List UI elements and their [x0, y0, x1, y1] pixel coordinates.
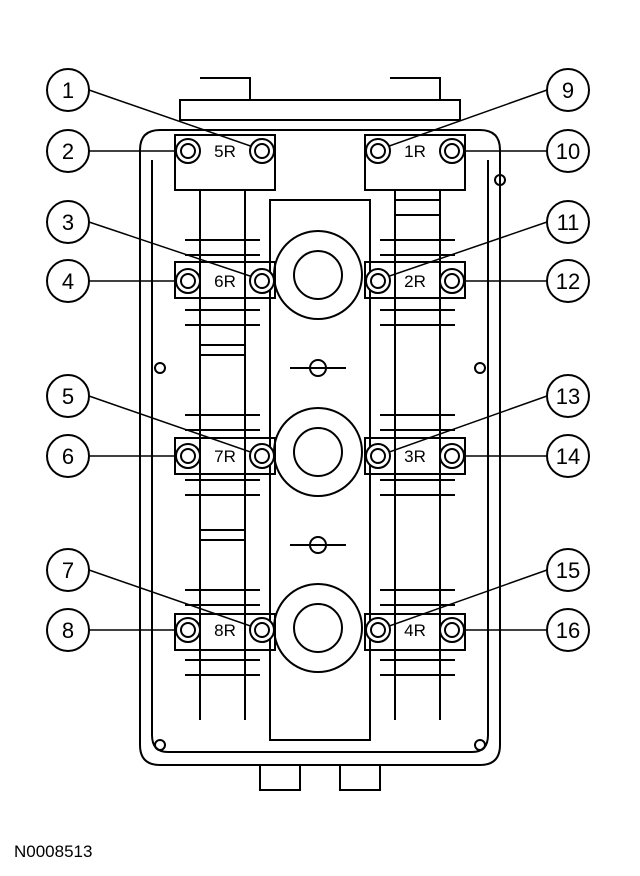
figure-id: N0008513 [14, 842, 93, 861]
cap-labels: 5R 6R 7R 8R 1R 2R 3R 4R [214, 142, 426, 640]
callout-8: 8 [46, 608, 90, 652]
bolt-icon [175, 138, 465, 643]
callout-15: 15 [546, 548, 590, 592]
bolt-icon [365, 268, 391, 294]
callout-label: 14 [556, 444, 580, 469]
callout-1: 1 [46, 68, 90, 112]
bolt-icon [249, 268, 275, 294]
callout-label: 4 [62, 269, 74, 294]
callout-11: 11 [546, 200, 590, 244]
bolt-icon [249, 138, 275, 164]
callout-label: 6 [62, 444, 74, 469]
callout-label: 16 [556, 618, 580, 643]
callout-16: 16 [546, 608, 590, 652]
callout-label: 1 [62, 78, 74, 103]
cap-label: 7R [214, 447, 236, 466]
callout-label: 9 [562, 78, 574, 103]
center-bores [269, 199, 371, 741]
callout-4: 4 [46, 259, 90, 303]
callout-2: 2 [46, 129, 90, 173]
cap-label: 1R [404, 142, 426, 161]
callout-10: 10 [546, 129, 590, 173]
callout-14: 14 [546, 434, 590, 478]
callout-label: 5 [62, 384, 74, 409]
cap-label: 3R [404, 447, 426, 466]
bolt-icon [439, 268, 465, 294]
head-outline [139, 77, 506, 791]
bolt-icon [365, 138, 391, 164]
bolt-icon [249, 443, 275, 469]
callout-13: 13 [546, 374, 590, 418]
callouts-right: 9 10 11 12 13 14 15 16 [546, 68, 590, 652]
bolt-icon [439, 138, 465, 164]
bearing-caps [174, 134, 466, 651]
callout-7: 7 [46, 548, 90, 592]
cap-label: 5R [214, 142, 236, 161]
callout-5: 5 [46, 374, 90, 418]
cap-label: 4R [404, 621, 426, 640]
callout-label: 12 [556, 269, 580, 294]
bolt-icon [175, 268, 201, 294]
callouts-left: 1 2 3 4 5 6 7 8 [46, 68, 90, 652]
callout-9: 9 [546, 68, 590, 112]
callout-12: 12 [546, 259, 590, 303]
callout-label: 3 [62, 210, 74, 235]
callout-label: 2 [62, 139, 74, 164]
bolt-icon [365, 443, 391, 469]
cap-label: 6R [214, 272, 236, 291]
bolt-icon [249, 617, 275, 643]
cap-label: 8R [214, 621, 236, 640]
callout-3: 3 [46, 200, 90, 244]
callout-label: 11 [557, 210, 580, 235]
bolt-icon [439, 443, 465, 469]
leader-lines [88, 89, 548, 631]
callout-6: 6 [46, 434, 90, 478]
callout-label: 13 [556, 384, 580, 409]
cap-label: 2R [404, 272, 426, 291]
callout-label: 8 [62, 618, 74, 643]
callout-label: 7 [62, 558, 74, 583]
bolt-icon [175, 443, 201, 469]
callout-label: 15 [556, 558, 580, 583]
bolt-icon [439, 617, 465, 643]
bolt-icon [175, 617, 201, 643]
callout-label: 10 [556, 139, 580, 164]
bolt-icon [365, 617, 391, 643]
bolt-icon [175, 138, 201, 164]
